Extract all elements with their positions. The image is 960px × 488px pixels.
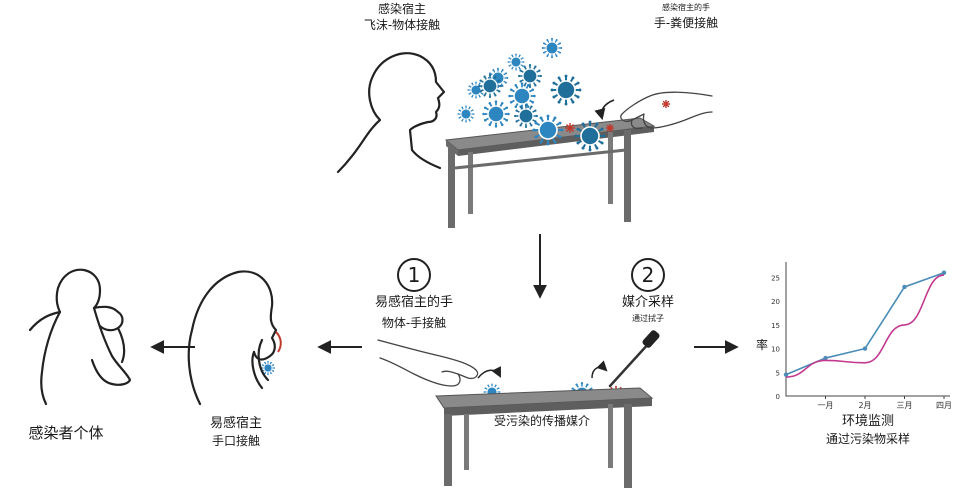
x-tick-label: 三月 [897, 401, 913, 410]
susceptible-host-label: 易感宿主 [209, 416, 263, 431]
contaminated-table-icon [435, 387, 654, 488]
series-point [823, 355, 828, 361]
step-2-subtitle: 通过拭子 [632, 314, 664, 323]
series-point [862, 346, 868, 351]
swab-icon [608, 330, 660, 388]
series-point [783, 372, 789, 377]
y-tick-label: 15 [771, 322, 780, 330]
step-1-badge: 1 [397, 258, 431, 292]
virus-icon [507, 53, 525, 71]
bacteria-icon [565, 123, 575, 133]
mouth-contact-mark [275, 331, 282, 353]
y-tick-label: 0 [776, 393, 780, 401]
susceptible-hand-icon [377, 339, 479, 387]
step-2-badge: 2 [631, 258, 665, 292]
hand-to-table-arrow [594, 99, 615, 121]
y-tick-label: 5 [776, 369, 780, 377]
virus-icon [518, 64, 542, 88]
virus-icon [457, 105, 475, 123]
chart-ylabel: 率 [755, 338, 769, 352]
y-tick-label: 20 [771, 298, 780, 306]
virus-icon [532, 114, 564, 146]
virus-icon [508, 82, 536, 110]
virus-icon [478, 74, 502, 98]
swab-arrow [591, 360, 608, 379]
x-tick-label: 四月 [936, 401, 952, 410]
x-tick-label: 一月 [818, 401, 834, 410]
series-line-2 [785, 274, 945, 378]
contaminated-fomite-label: 受污染的传播媒介 [493, 414, 591, 428]
hand-mouth-label: 手口接触 [211, 434, 261, 448]
chart-axes [785, 262, 950, 397]
infected-individual-label: 感染者个体 [28, 424, 104, 442]
infected-hand-label: 感染宿主的手 [662, 3, 710, 12]
virus-icon [550, 74, 582, 106]
series-line-1 [785, 271, 945, 376]
step-2-title: 媒介采样 [621, 295, 675, 310]
monitoring-chart: 0 5 10 15 20 25 一月 2月 三月 四月 [771, 262, 952, 410]
series-point [941, 270, 947, 275]
infected-hand-icon [620, 91, 713, 130]
monitoring-subtitle: 通过污染物采样 [825, 432, 911, 446]
infected-person-icon [28, 268, 132, 406]
virus-icon [574, 120, 606, 152]
droplet-contact-label: 飞沫-物体接触 [363, 18, 441, 32]
virus-icon [482, 100, 510, 128]
virus-icon [514, 104, 538, 128]
hand-touch-arrow [477, 366, 501, 379]
step-1-title: 易感宿主的手 [374, 295, 454, 310]
virus-cluster [261, 37, 670, 407]
x-tick-label: 2月 [858, 401, 871, 410]
susceptible-host-head-icon [187, 270, 278, 406]
bacteria-icon [662, 100, 670, 108]
y-tick-label: 10 [771, 346, 780, 354]
series-point [902, 284, 907, 290]
virus-icon [541, 37, 563, 59]
infected-host-head-icon [336, 52, 446, 174]
monitoring-title: 环境监测 [841, 414, 895, 429]
y-tick-label: 25 [771, 274, 780, 282]
infected-host-label: 感染宿主 [377, 2, 427, 16]
virus-icon [487, 67, 509, 89]
step-1-subtitle: 物体-手接触 [381, 316, 447, 330]
hand-fecal-label: 手-粪便接触 [653, 16, 719, 30]
bacteria-icon [606, 124, 614, 132]
